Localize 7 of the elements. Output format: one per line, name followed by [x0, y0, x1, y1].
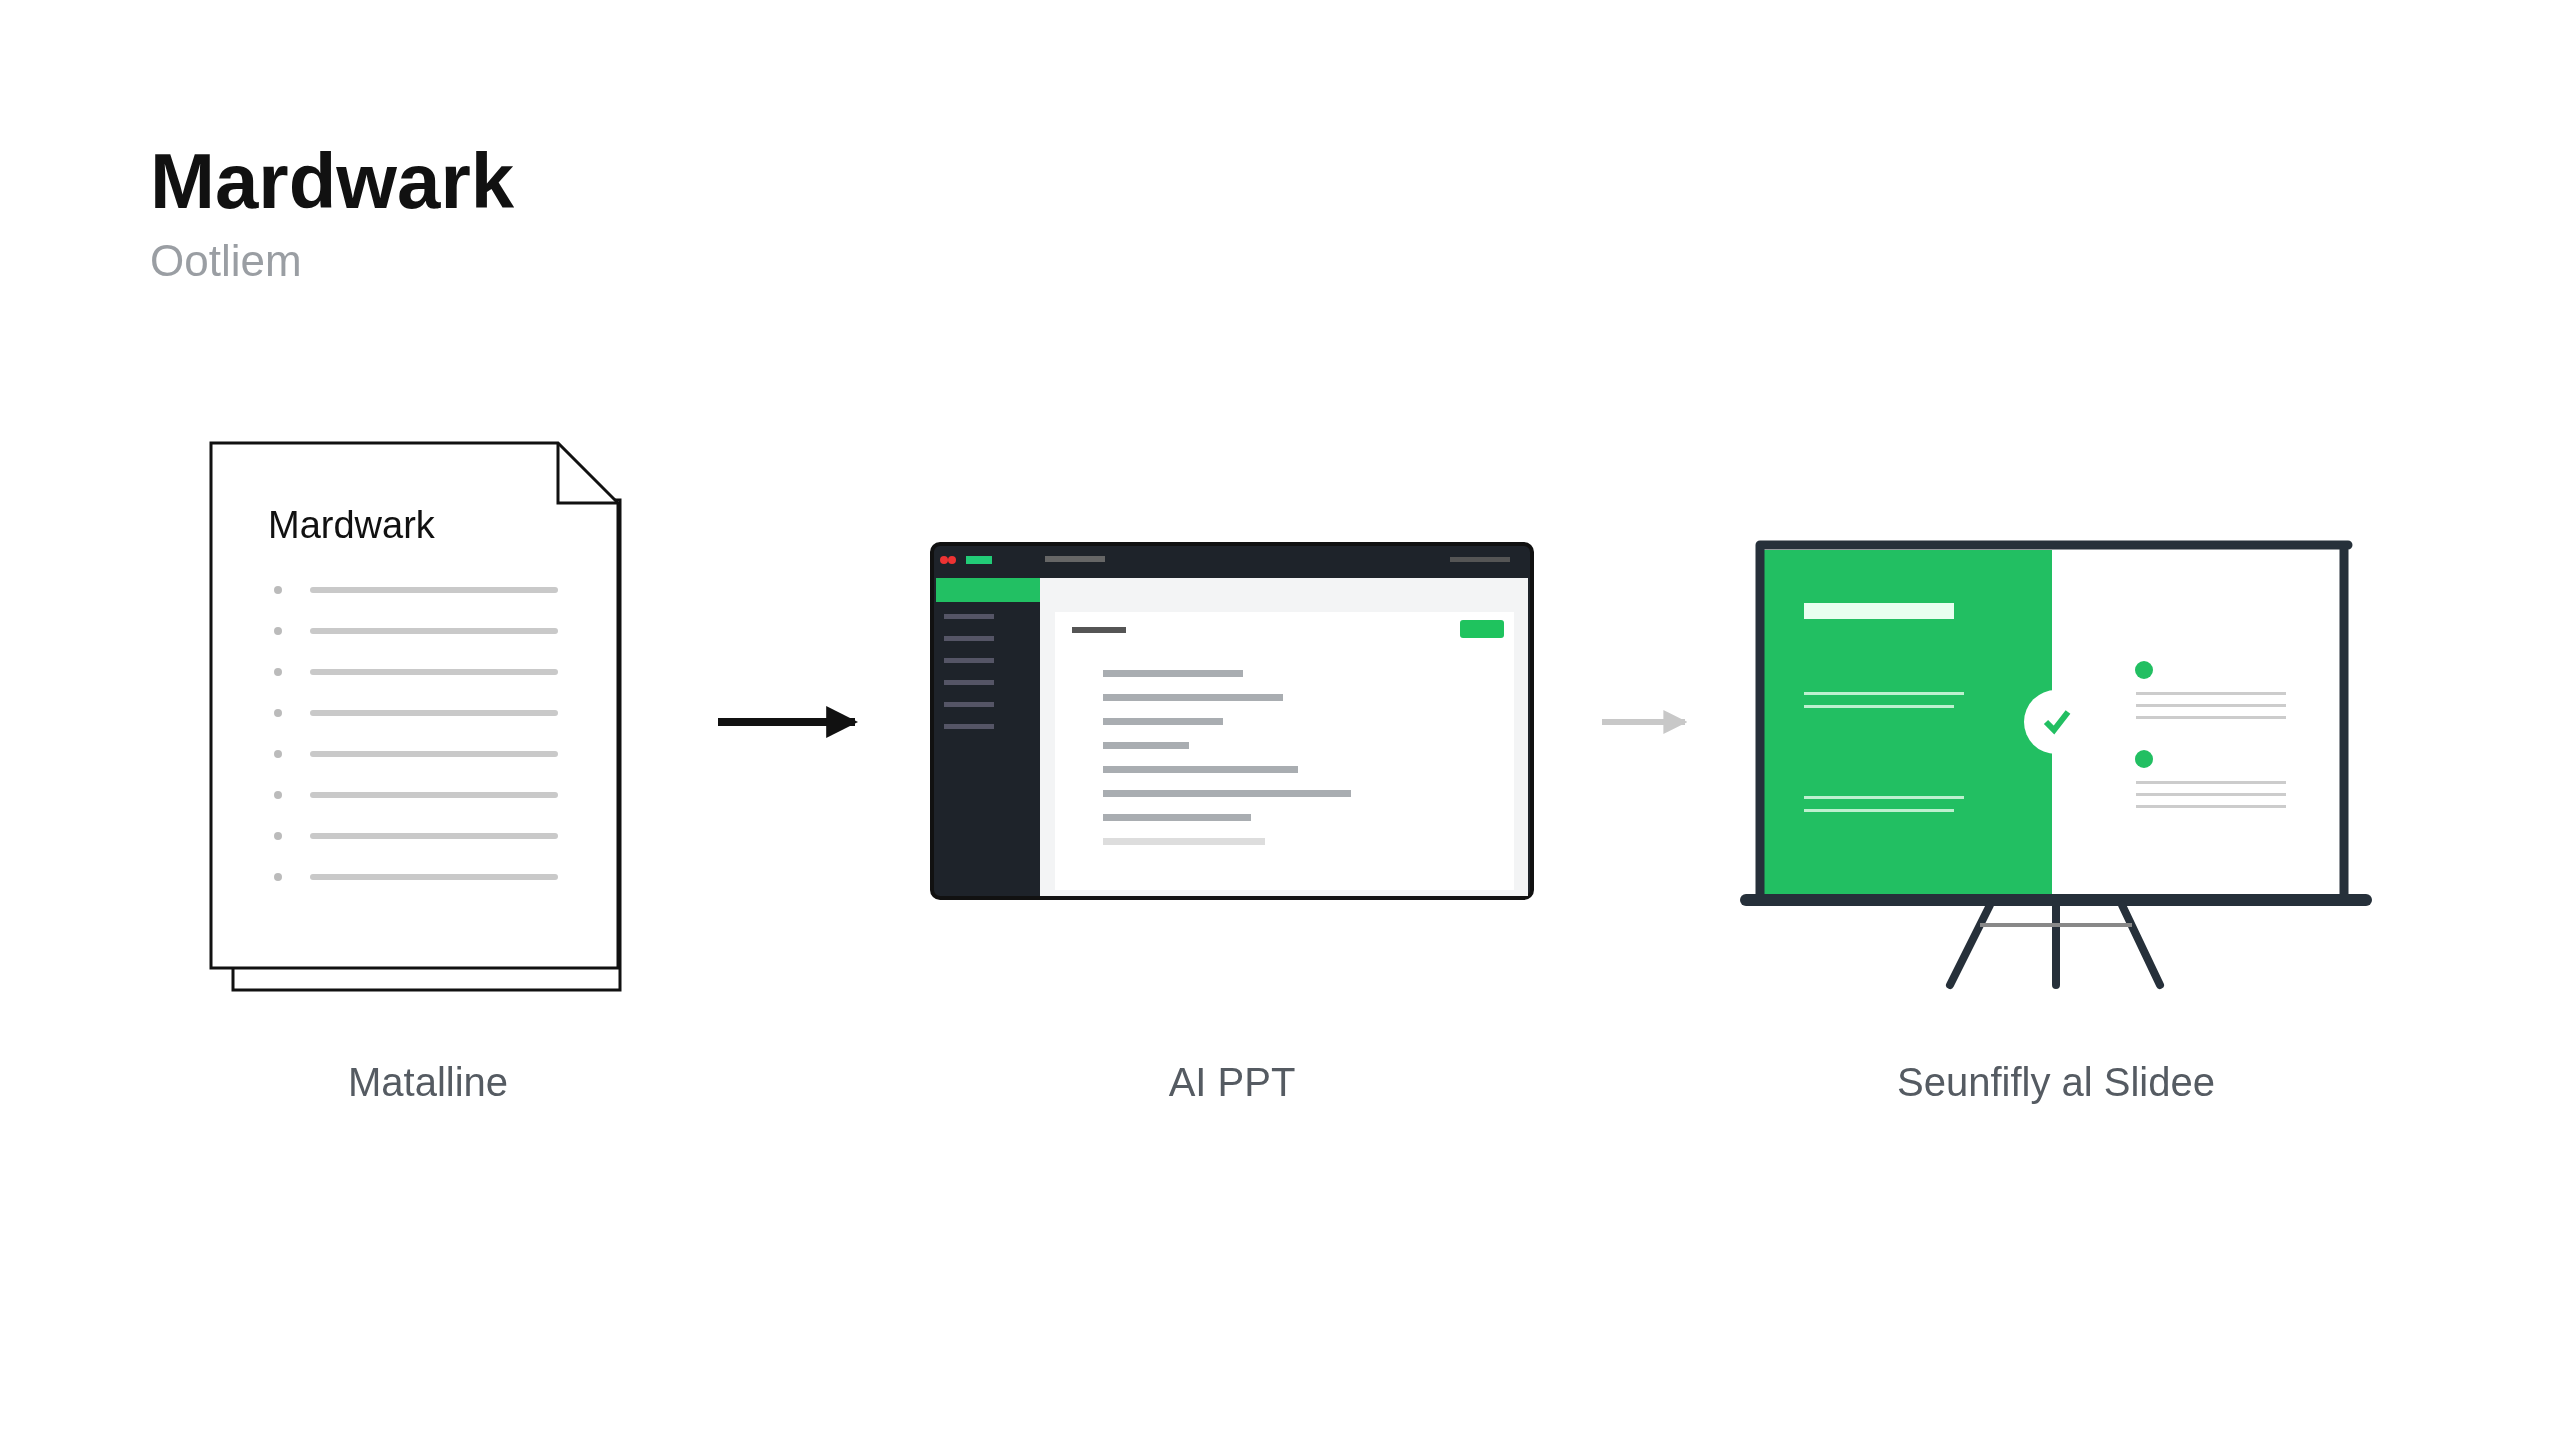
title: Mardwark [150, 136, 515, 227]
document-heading: Mardwark [268, 504, 435, 547]
step-label: Seunfifly al Slidee [1896, 1060, 2216, 1105]
arrow [1602, 710, 1688, 734]
step-label: Matalline [346, 1060, 510, 1105]
step-label: AI PPT [1167, 1060, 1297, 1105]
subtitle: Ootliem [150, 236, 302, 286]
